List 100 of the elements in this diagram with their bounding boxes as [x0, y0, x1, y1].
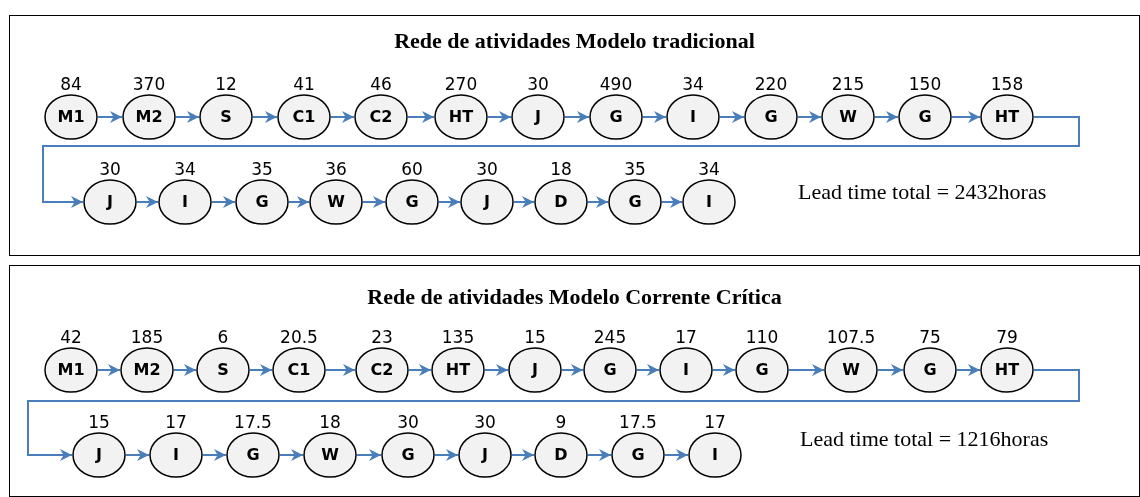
duration-label: 370 [132, 76, 166, 93]
activity-code: G [400, 447, 416, 463]
duration-label: 30 [474, 414, 496, 431]
duration-label: 158 [990, 76, 1024, 93]
arrow [484, 364, 509, 376]
activity-ellipse [589, 94, 643, 140]
duration-label: 9 [555, 414, 567, 431]
activity-code: G [254, 194, 270, 210]
arrow [325, 364, 356, 376]
activity-ellipse [354, 94, 408, 140]
arrow [564, 111, 590, 123]
activity-ellipse [434, 94, 488, 140]
arrow [561, 364, 584, 376]
arrow [719, 111, 745, 123]
panel [9, 15, 1140, 256]
lead-time-text: Lead time total = 1216horas [800, 426, 1049, 452]
activity-ellipse [196, 347, 250, 393]
activity-code: G [630, 447, 646, 463]
activity-ellipse [83, 179, 137, 225]
activity-code: S [216, 362, 230, 378]
arrow [125, 449, 150, 461]
duration-label: 34 [698, 161, 720, 178]
activity-code: HT [993, 109, 1021, 125]
arrow [587, 449, 612, 461]
duration-label: 30 [527, 76, 549, 93]
activity-ellipse [511, 94, 565, 140]
activity-ellipse [44, 347, 98, 393]
activity-ellipse [149, 432, 203, 478]
activity-code: J [533, 109, 542, 125]
activity-code: W [326, 194, 346, 210]
arrow [97, 364, 121, 376]
activity-code: J [480, 447, 489, 463]
duration-label: 6 [217, 329, 229, 346]
activity-ellipse [199, 94, 253, 140]
activity-code: D [553, 194, 569, 210]
activity-ellipse [431, 347, 485, 393]
activity-ellipse [458, 432, 512, 478]
duration-label: 34 [682, 76, 704, 93]
arrow [788, 364, 825, 376]
activity-code: G [608, 109, 624, 125]
duration-label: 46 [370, 76, 392, 93]
duration-label: 30 [476, 161, 498, 178]
activity-code: G [245, 447, 261, 463]
arrow [511, 449, 535, 461]
activity-ellipse [611, 432, 665, 478]
duration-label: 34 [174, 161, 196, 178]
arrow [202, 449, 227, 461]
arrow [874, 111, 899, 123]
activity-ellipse [235, 179, 289, 225]
duration-label: 107.5 [826, 329, 876, 346]
activity-code: J [105, 194, 114, 210]
activity-ellipse [980, 347, 1034, 393]
arrow [362, 196, 386, 208]
activity-ellipse [903, 347, 957, 393]
arrow [288, 196, 310, 208]
activity-code: W [838, 109, 858, 125]
activity-code: HT [993, 362, 1021, 378]
activity-ellipse [508, 347, 562, 393]
activity-ellipse [355, 347, 409, 393]
duration-label: 135 [441, 329, 475, 346]
activity-code: I [181, 194, 189, 210]
arrow [661, 196, 683, 208]
activity-ellipse [158, 179, 212, 225]
activity-code: I [172, 447, 180, 463]
activity-ellipse [120, 347, 174, 393]
activity-code: I [682, 362, 690, 378]
duration-label: 110 [745, 329, 779, 346]
activity-ellipse [534, 432, 588, 478]
duration-label: 17.5 [234, 414, 272, 431]
activity-code: W [841, 362, 861, 378]
activity-ellipse [898, 94, 952, 140]
activity-code: I [689, 109, 697, 125]
activity-code: I [711, 447, 719, 463]
arrow [408, 364, 432, 376]
duration-label: 42 [60, 329, 82, 346]
duration-label: 60 [401, 161, 423, 178]
activity-code: HT [444, 362, 472, 378]
arrow [513, 196, 535, 208]
activity-code: HT [447, 109, 475, 125]
activity-code: J [482, 194, 491, 210]
arrow [330, 111, 355, 123]
duration-label: 20.5 [280, 329, 318, 346]
activity-ellipse [688, 432, 742, 478]
duration-label: 30 [99, 161, 121, 178]
duration-label: 36 [325, 161, 347, 178]
arrow [434, 449, 459, 461]
duration-label: 18 [319, 414, 341, 431]
arrow [211, 196, 236, 208]
arrow [356, 449, 382, 461]
activity-code: G [763, 109, 779, 125]
activity-ellipse [744, 94, 798, 140]
activity-code: I [705, 194, 713, 210]
duration-label: 41 [293, 76, 315, 93]
activity-ellipse [659, 347, 713, 393]
activity-ellipse [666, 94, 720, 140]
arrow [249, 364, 273, 376]
duration-label: 12 [215, 76, 237, 93]
duration-label: 150 [908, 76, 942, 93]
duration-label: 490 [599, 76, 633, 93]
arrow [587, 196, 609, 208]
